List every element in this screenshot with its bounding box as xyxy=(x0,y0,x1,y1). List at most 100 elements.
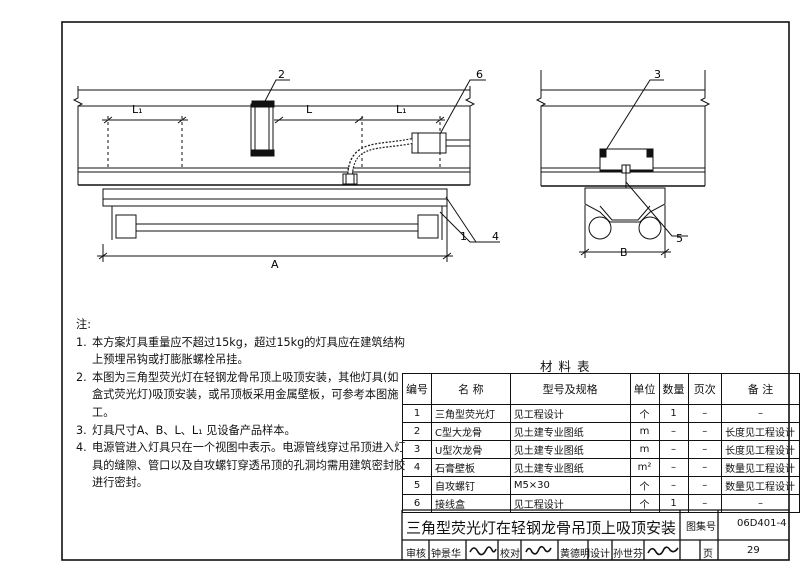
table-cell: M5×30 xyxy=(509,476,631,495)
header-cell: 单位 xyxy=(629,373,660,405)
checker-signature xyxy=(525,545,552,555)
table-cell: 1 xyxy=(658,494,689,513)
header-cell: 型号及规格 xyxy=(509,373,631,405)
section-view xyxy=(535,70,711,258)
table-cell: 见工程设计 xyxy=(509,404,631,423)
reviewer-name: 钟景华 xyxy=(431,549,461,560)
callout-6: 6 xyxy=(476,68,483,81)
callout-4: 4 xyxy=(492,230,499,243)
dim-l-label: L xyxy=(306,103,313,116)
table-cell: 数量见工程设计 xyxy=(721,476,800,495)
table-header-row: 编号 名 称 型号及规格 单位 数量 页次 备 注 xyxy=(402,373,800,405)
header-cell: 数量 xyxy=(658,373,689,405)
table-cell: 见工程设计 xyxy=(509,494,631,513)
table-cell: 6 xyxy=(402,494,432,513)
header-cell: 名 称 xyxy=(431,373,511,405)
header-cell: 编号 xyxy=(402,373,432,405)
design-label: 设计 xyxy=(590,549,610,560)
atlas-number-label: 图集号 xyxy=(686,522,716,533)
table-cell: 数量见工程设计 xyxy=(721,458,800,477)
table-cell: 4 xyxy=(402,458,432,477)
elevation-view xyxy=(72,79,500,262)
table-cell: 见土建专业图纸 xyxy=(509,422,631,441)
review-label: 审核 xyxy=(406,549,426,560)
callout-2: 2 xyxy=(278,68,285,81)
table-cell: 长度见工程设计 xyxy=(721,422,800,441)
table-cell: – xyxy=(687,422,723,441)
table-cell: m xyxy=(629,440,660,459)
checker-name: 黄德明 xyxy=(560,549,590,560)
note-text: 电源管进入灯具只在一个视图中表示。电源管线穿过吊顶进入灯具的缝隙、管口以及自攻螺… xyxy=(92,441,406,490)
table-cell: – xyxy=(687,404,723,423)
table-cell: – xyxy=(658,476,689,495)
table-cell: 三角型荧光灯 xyxy=(431,404,511,423)
note-text: 本方案灯具重量应不超过15kg，超过15kg的灯具应在建筑结构上预埋吊钩或打膨胀… xyxy=(92,335,405,367)
atlas-number: 06D401-4 xyxy=(737,518,787,529)
table-cell: – xyxy=(721,404,800,423)
table-cell: C型大龙骨 xyxy=(431,422,511,441)
dim-l1-left-label: L₁ xyxy=(132,103,143,116)
sheet-border xyxy=(61,21,790,561)
table-cell: 2 xyxy=(402,422,432,441)
note-item: 1. 本方案灯具重量应不超过15kg，超过15kg的灯具应在建筑结构上预埋吊钩或… xyxy=(76,334,406,369)
designer-signature xyxy=(647,546,679,556)
reviewer-signature xyxy=(469,546,497,556)
note-item: 3. 灯具尺寸A、B、L、L₁ 见设备产品样本。 xyxy=(76,422,406,440)
materials-title: 材料表 xyxy=(540,359,596,374)
table-row: 2 C型大龙骨 见土建专业图纸 m – – 长度见工程设计 xyxy=(402,422,800,441)
table-row: 6 接线盒 见工程设计 个 1 – – xyxy=(402,494,800,513)
table-cell: – xyxy=(658,458,689,477)
table-cell: m² xyxy=(629,458,660,477)
table-cell: 接线盒 xyxy=(431,494,511,513)
note-item: 4. 电源管进入灯具只在一个视图中表示。电源管线穿过吊顶进入灯具的缝隙、管口以及… xyxy=(76,439,406,492)
note-number: 4. xyxy=(76,441,87,455)
table-cell: 见土建专业图纸 xyxy=(509,458,631,477)
table-cell: U型次龙骨 xyxy=(431,440,511,459)
note-number: 2. xyxy=(76,370,87,384)
designer-name: 孙世芬 xyxy=(613,549,643,560)
table-cell: m xyxy=(629,422,660,441)
table-cell: 个 xyxy=(629,494,660,513)
table-cell: 个 xyxy=(629,404,660,423)
note-number: 3. xyxy=(76,423,87,437)
table-cell: 1 xyxy=(402,404,432,423)
callout-1: 1 xyxy=(460,230,467,243)
header-cell: 备 注 xyxy=(721,373,800,405)
table-cell: 长度见工程设计 xyxy=(721,440,800,459)
table-cell: 个 xyxy=(629,476,660,495)
table-cell: – xyxy=(687,476,723,495)
table-cell: 石膏壁板 xyxy=(431,458,511,477)
table-row: 3 U型次龙骨 见土建专业图纸 m – – 长度见工程设计 xyxy=(402,440,800,459)
dim-l1-right-label: L₁ xyxy=(396,103,407,116)
table-cell: 1 xyxy=(658,404,689,423)
table-row: 4 石膏壁板 见土建专业图纸 m² – – 数量见工程设计 xyxy=(402,458,800,477)
callout-5: 5 xyxy=(676,232,683,245)
note-number: 1. xyxy=(76,335,87,349)
page-number: 29 xyxy=(747,545,760,556)
materials-table: 编号 名 称 型号及规格 单位 数量 页次 备 注 1 三角型荧光灯 见工程设计… xyxy=(402,373,800,513)
table-row: 5 自攻螺钉 M5×30 个 – – 数量见工程设计 xyxy=(402,476,800,495)
notes-title: 注: xyxy=(76,318,91,331)
table-cell: – xyxy=(687,440,723,459)
table-cell: – xyxy=(687,494,723,513)
callout-3: 3 xyxy=(654,68,661,81)
drawing-title: 三角型荧光灯在轻钢龙骨吊顶上吸顶安装 xyxy=(406,519,677,537)
table-cell: 5 xyxy=(402,476,432,495)
table-cell: 3 xyxy=(402,440,432,459)
note-item: 2. 本图为三角型荧光灯在轻钢龙骨吊顶上吸顶安装，其他灯具(如盒式荧光灯)吸顶安… xyxy=(76,369,406,422)
note-text: 本图为三角型荧光灯在轻钢龙骨吊顶上吸顶安装，其他灯具(如盒式荧光灯)吸顶安装，或… xyxy=(92,370,399,419)
notes-section: 注: 1. 本方案灯具重量应不超过15kg，超过15kg的灯具应在建筑结构上预埋… xyxy=(76,316,406,492)
table-cell: 见土建专业图纸 xyxy=(509,440,631,459)
header-cell: 页次 xyxy=(687,373,723,405)
note-text: 灯具尺寸A、B、L、L₁ 见设备产品样本。 xyxy=(92,423,296,437)
table-row: 1 三角型荧光灯 见工程设计 个 1 – – xyxy=(402,404,800,423)
table-cell: – xyxy=(721,494,800,513)
table-cell: 自攻螺钉 xyxy=(431,476,511,495)
dim-a-label: A xyxy=(271,258,279,271)
table-cell: – xyxy=(658,422,689,441)
dim-b-label: B xyxy=(620,246,628,259)
table-cell: – xyxy=(687,458,723,477)
table-cell: – xyxy=(658,440,689,459)
page-label: 页 xyxy=(703,549,713,560)
